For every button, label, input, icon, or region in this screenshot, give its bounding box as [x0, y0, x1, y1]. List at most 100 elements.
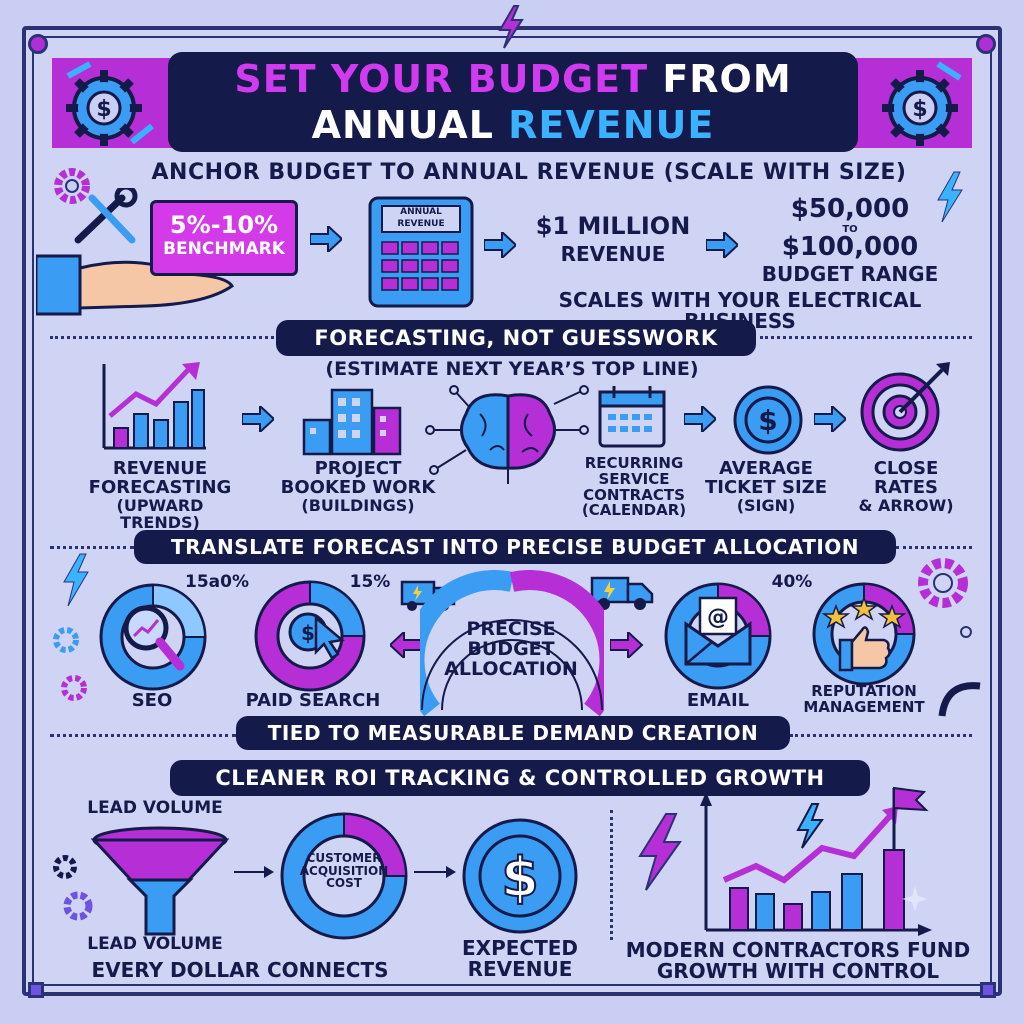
arrow-right-icon [610, 632, 644, 658]
gear-icon [918, 558, 968, 608]
label-line: FORECASTING [88, 476, 232, 498]
section2-subtitle: (ESTIMATE NEXT YEAR’S TOP LINE) [325, 358, 699, 380]
label-line: (UPWARD TRENDS) [116, 495, 204, 532]
label-line: MANAGEMENT [803, 697, 925, 716]
magnifier-icon [123, 605, 185, 671]
range-low: $50,000 [790, 194, 910, 224]
dollar-coin-icon: $ [462, 818, 578, 934]
divider [896, 546, 972, 549]
bar-chart-icon [102, 362, 206, 450]
page-title: SET YOUR BUDGET FROM ANNUAL REVENUE [168, 52, 858, 152]
modern-contractors-label: MODERN CONTRACTORS FUND GROWTH WITH CONT… [620, 940, 976, 982]
label-line: CLOSE [873, 458, 939, 479]
allocation-gauge [420, 570, 604, 717]
arrow-line-icon [234, 866, 274, 878]
dollar-coin-icon: $ [733, 385, 803, 455]
benchmark-pct: 5%-10% [169, 211, 279, 239]
lightning-icon [937, 171, 963, 223]
gear-icon [63, 891, 93, 921]
cac-donut [280, 812, 408, 940]
section3-bottom-pill: TIED TO MEASURABLE DEMAND CREATION [236, 716, 790, 750]
lead-volume-top: LEAD VOLUME [87, 798, 223, 818]
cursor-icon [314, 616, 345, 660]
paid-search-percent: 15% [349, 572, 391, 592]
divider [50, 734, 236, 737]
paid-search-label: PAID SEARCH [245, 690, 381, 711]
title-part3: ANNUAL [311, 103, 494, 147]
target-icon [860, 362, 950, 452]
buildings-icon [302, 388, 402, 456]
label-line: GROWTH WITH CONTROL [656, 959, 940, 983]
label-line: COST [326, 876, 362, 891]
section1-heading: ANCHOR BUDGET TO ANNUAL REVENUE (SCALE W… [151, 160, 907, 185]
title-part1: SET YOUR BUDGET [234, 57, 649, 101]
label-line: (BUILDINGS) [301, 495, 415, 515]
envelope-icon: @ [684, 596, 752, 666]
benchmark-card: 5%-10% BENCHMARK [150, 200, 298, 276]
divider [50, 546, 134, 549]
calculator-icon [368, 196, 474, 308]
label-line: RECURRING [584, 454, 684, 472]
revenue-label: REVENUE [560, 242, 666, 266]
divider [760, 336, 972, 339]
divider [50, 336, 280, 339]
label-line: RATES [874, 476, 938, 498]
label-line: AVERAGE [719, 458, 813, 479]
range-high: $100,000 [781, 232, 919, 262]
hand-icon [36, 254, 235, 316]
label-line: & ARROW) [858, 495, 954, 515]
svg-text:$: $ [301, 621, 315, 645]
benchmark-label: BENCHMARK [163, 239, 285, 259]
allocation-label: PRECISE BUDGET ALLOCATION [436, 618, 586, 680]
gear-icon [61, 675, 87, 701]
gear-dollar-icon: $ [882, 61, 962, 146]
label-line: ACQUISITION [299, 863, 389, 878]
arrow-right-icon [484, 232, 516, 258]
label-line: REPUTATION [811, 682, 917, 700]
corner-dot [28, 34, 48, 54]
svg-text:$: $ [501, 846, 539, 909]
label-line: PROJECT [314, 458, 402, 479]
dot-icon [960, 626, 972, 638]
lightning-icon [63, 553, 89, 607]
label-line: PRECISE [466, 618, 556, 640]
lead-volume-bottom: LEAD VOLUME [87, 934, 223, 954]
label-line: CUSTOMER [306, 851, 382, 865]
calculator-label-2: REVENUE [397, 219, 445, 229]
section4-pill: CLEANER ROI TRACKING & CONTROLLED GROWTH [170, 760, 870, 796]
label-line: CONTRACTS [583, 485, 685, 504]
seo-label: SEO [131, 690, 173, 711]
email-label: EMAIL [686, 690, 750, 711]
hook-icon [938, 682, 981, 717]
gear-icon [54, 168, 90, 204]
arrow-right-icon [242, 406, 274, 432]
vertical-divider [610, 810, 613, 940]
reputation-percent: 40% [771, 572, 813, 592]
label-line: (SIGN) [736, 495, 796, 515]
svg-text:$: $ [96, 97, 111, 122]
label-line: (CALENDAR) [581, 501, 687, 520]
sparkle-icon [902, 886, 928, 912]
forecast-item-label: RECURRING SERVICE CONTRACTS (CALENDAR) [566, 454, 702, 520]
every-dollar-label: EVERY DOLLAR CONNECTS [91, 958, 389, 982]
label-line: ALLOCATION [444, 657, 578, 680]
lightning-icon [498, 5, 524, 49]
growth-chart-icon [700, 786, 932, 936]
corner-dot [976, 34, 996, 54]
cac-label: CUSTOMER ACQUISITION COST [296, 852, 392, 890]
expected-revenue-label: EXPECTED REVENUE [450, 938, 590, 980]
gear-icon [53, 855, 77, 879]
forecast-item-label: CLOSE RATES & ARROW) [846, 458, 966, 515]
corner-square [980, 982, 996, 998]
label-line: TICKET SIZE [705, 476, 827, 498]
seo-percent: 15a0% [185, 572, 249, 592]
label-line: SERVICE [598, 469, 670, 488]
svg-text:@: @ [707, 605, 729, 630]
wrench-icon [74, 188, 138, 244]
funnel-icon [90, 826, 230, 936]
arrow-right-icon [706, 232, 738, 258]
section3-pill: TRANSLATE FORECAST INTO PRECISE BUDGET A… [134, 530, 896, 564]
revenue-amount: $1 MILLION [535, 212, 691, 240]
title-part4: REVENUE [508, 103, 715, 147]
range-to: TO [842, 224, 858, 235]
